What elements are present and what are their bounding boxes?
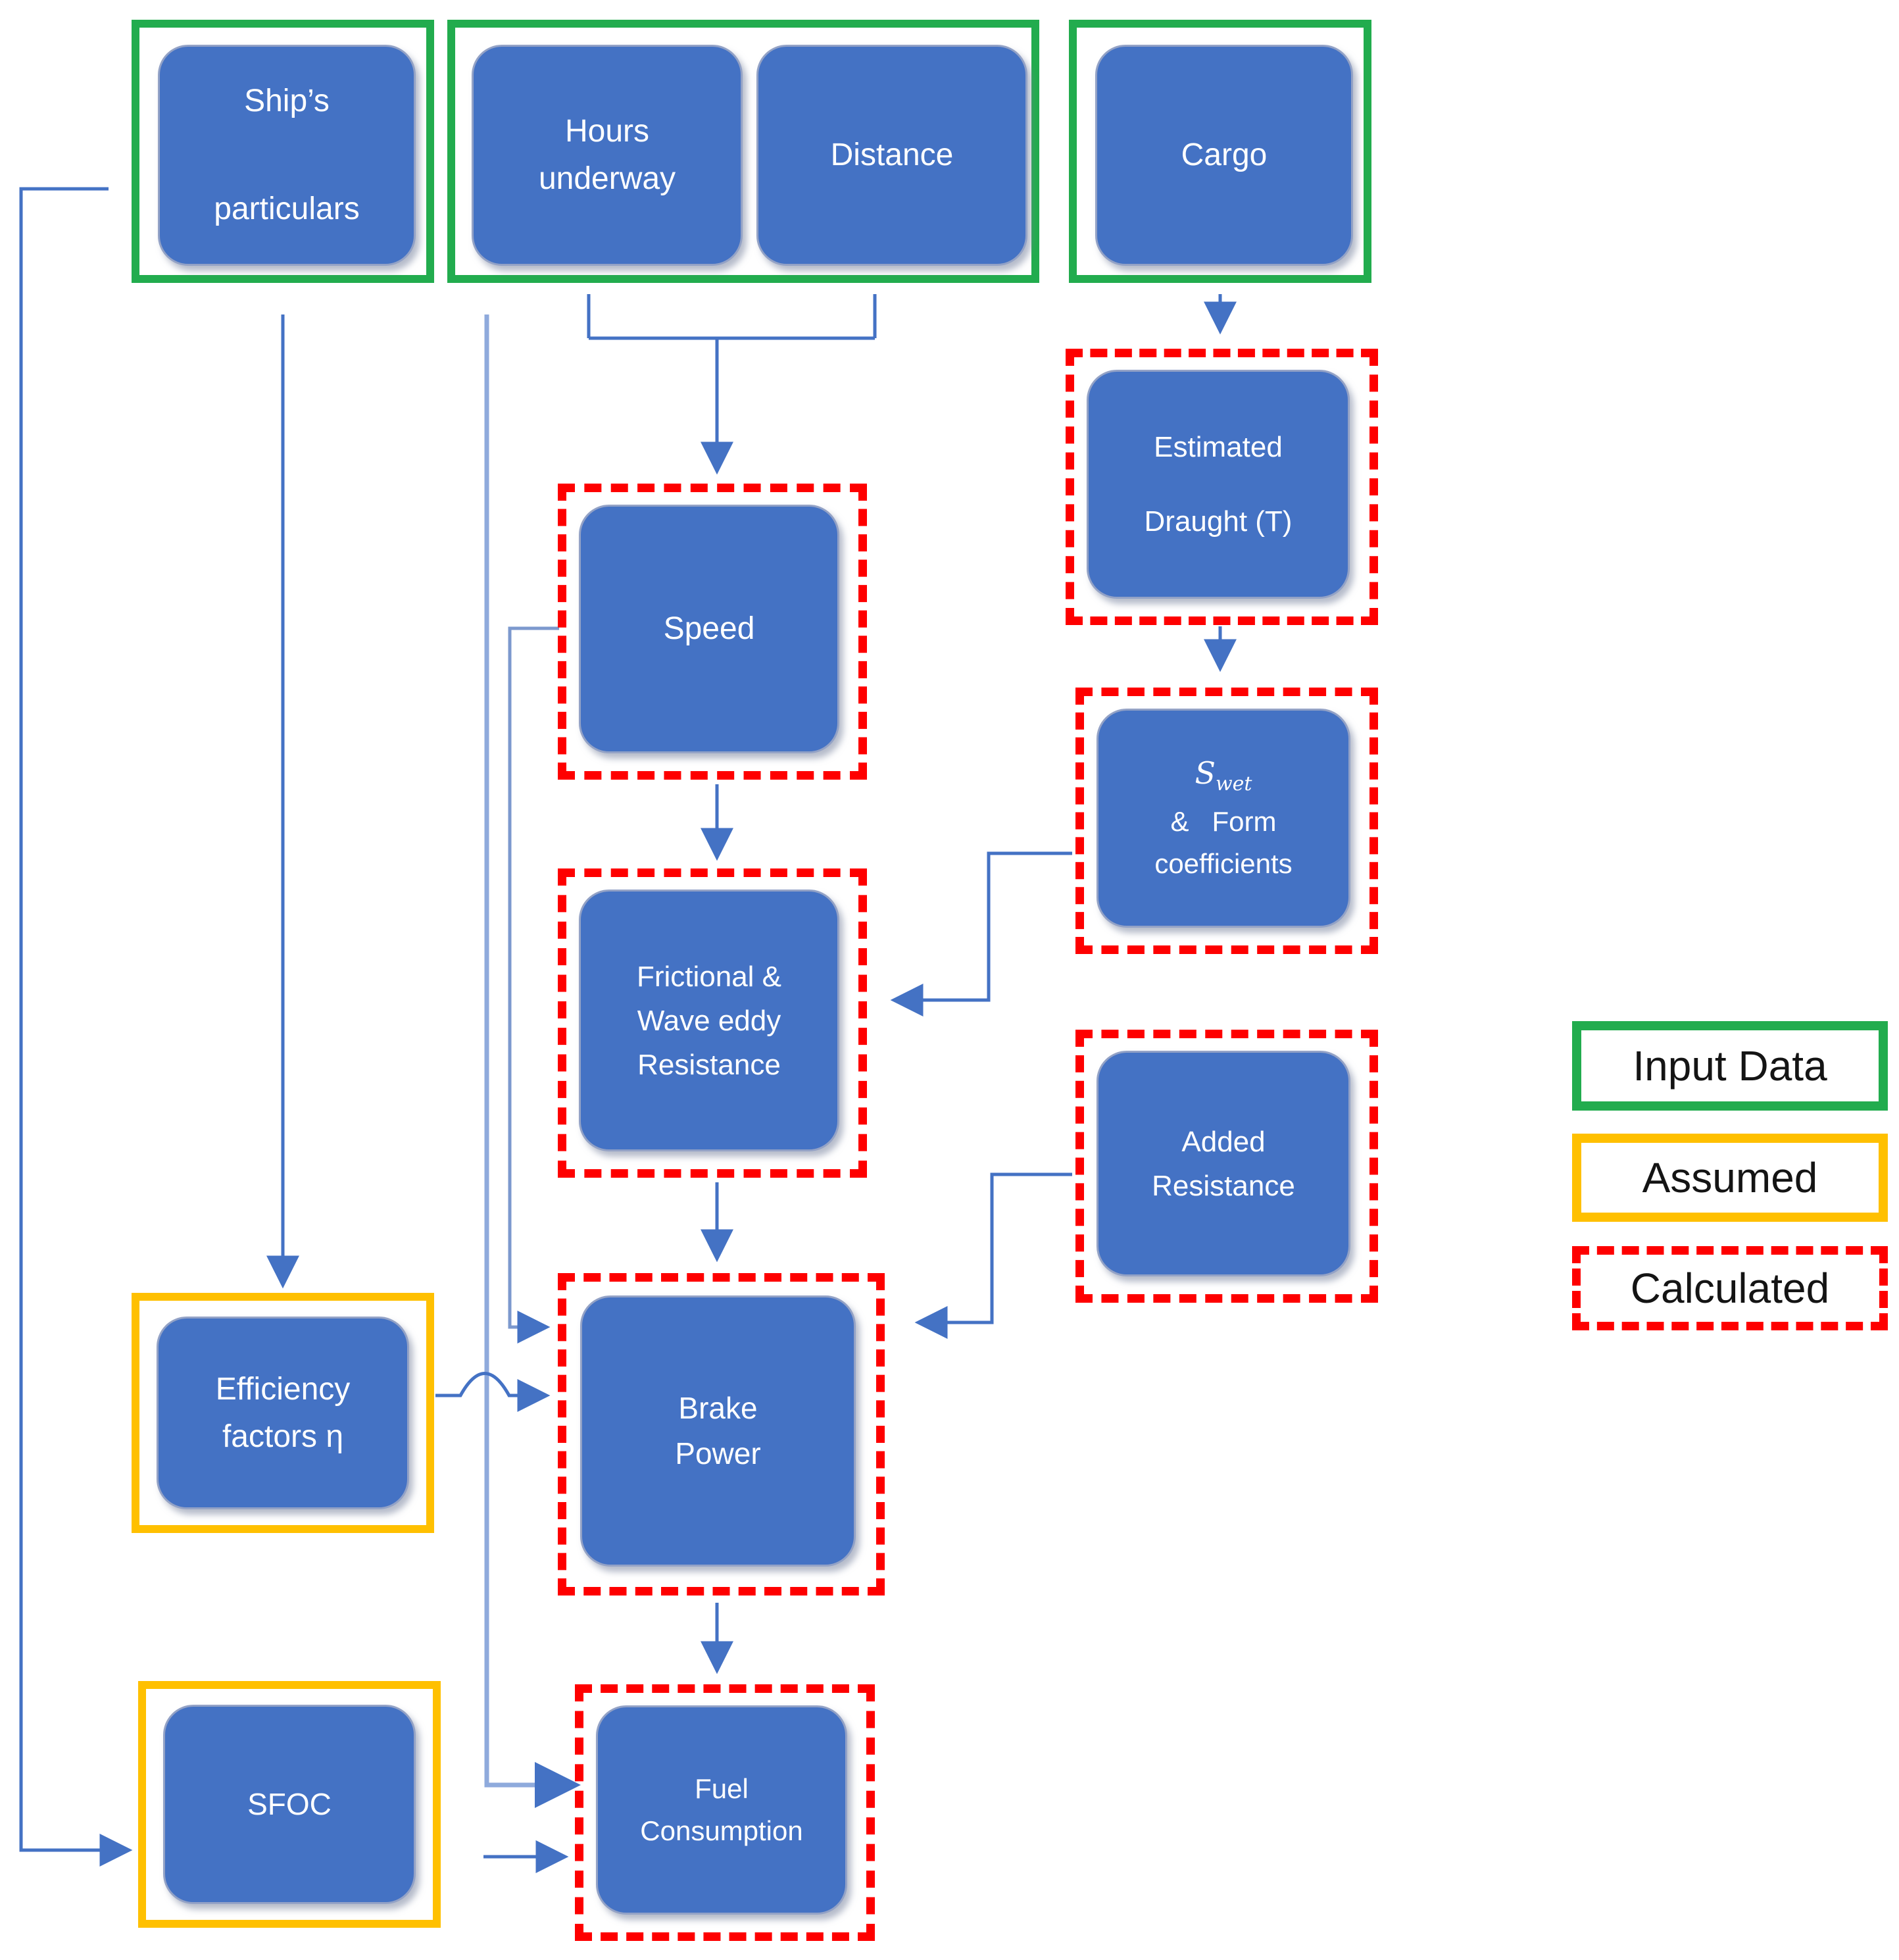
node-ships-particulars: Ship’s particulars bbox=[158, 45, 416, 266]
node-speed: Speed bbox=[579, 505, 839, 753]
node-distance: Distance bbox=[756, 45, 1027, 266]
swet-symbol: Swet bbox=[1195, 755, 1252, 796]
legend-calculated: Calculated bbox=[1572, 1246, 1888, 1330]
connector-swet-to-frictional bbox=[890, 851, 1072, 1017]
connector-added-to-brake bbox=[914, 1172, 1072, 1339]
input-group-hours-distance: Hours underway Distance bbox=[447, 20, 1039, 283]
node-cargo: Cargo bbox=[1095, 45, 1353, 266]
connector-bracket-hours-distance bbox=[587, 294, 877, 340]
calc-group-estimated-draught: Estimated Draught (T) bbox=[1066, 349, 1378, 625]
node-label: Hours bbox=[564, 114, 650, 149]
node-label: Efficiency bbox=[215, 1371, 351, 1407]
node-frictional: Frictional & Wave eddy Resistance bbox=[579, 890, 839, 1151]
node-hours-underway: Hours underway bbox=[472, 45, 743, 266]
input-group-cargo: Cargo bbox=[1069, 20, 1371, 283]
node-label: Consumption bbox=[640, 1815, 803, 1846]
assumed-group-sfoc: SFOC bbox=[138, 1681, 441, 1928]
node-fuel-consumption: Fuel Consumption bbox=[596, 1705, 847, 1915]
node-label: coefficients bbox=[1154, 848, 1293, 880]
node-label: particulars bbox=[214, 191, 360, 226]
legend-label: Assumed bbox=[1642, 1154, 1818, 1201]
node-label: Distance bbox=[830, 138, 954, 172]
node-label: Resistance bbox=[1152, 1169, 1295, 1202]
node-label: underway bbox=[538, 161, 676, 196]
legend-label: Calculated bbox=[1630, 1265, 1830, 1312]
node-estimated-draught: Estimated Draught (T) bbox=[1087, 370, 1350, 599]
node-label: factors η bbox=[222, 1419, 344, 1454]
node-label: Resistance bbox=[637, 1048, 781, 1081]
node-label: Frictional & bbox=[636, 960, 782, 993]
node-swet-form: Swet & Form coefficients bbox=[1097, 709, 1350, 928]
legend-input-data: Input Data bbox=[1572, 1021, 1888, 1111]
node-label: Wave eddy bbox=[637, 1004, 781, 1037]
node-label: Cargo bbox=[1181, 138, 1268, 172]
node-added-resistance: Added Resistance bbox=[1097, 1051, 1350, 1276]
assumed-group-efficiency: Efficiency factors η bbox=[132, 1293, 434, 1533]
node-label: Draught (T) bbox=[1144, 505, 1293, 538]
calc-group-added-resistance: Added Resistance bbox=[1075, 1030, 1378, 1303]
node-label: Brake bbox=[678, 1390, 758, 1425]
connector-hours-to-fuel bbox=[484, 314, 581, 1808]
connector-ships-to-sfoc bbox=[19, 187, 133, 1867]
connector-speed-to-brake bbox=[508, 626, 559, 1344]
calc-group-swet-form: Swet & Form coefficients bbox=[1075, 688, 1378, 954]
node-label: Estimated bbox=[1154, 431, 1283, 463]
connector-efficiency-to-brake bbox=[435, 1372, 551, 1412]
calc-group-frictional: Frictional & Wave eddy Resistance bbox=[558, 868, 867, 1178]
calc-group-fuel-consumption: Fuel Consumption bbox=[575, 1684, 875, 1941]
node-brake-power: Brake Power bbox=[580, 1295, 856, 1567]
node-label: Added bbox=[1181, 1125, 1266, 1158]
input-group-ships-particulars: Ship’s particulars bbox=[132, 20, 434, 283]
node-efficiency: Efficiency factors η bbox=[157, 1317, 409, 1509]
calc-group-brake-power: Brake Power bbox=[558, 1273, 885, 1596]
node-label: & Form bbox=[1170, 805, 1277, 837]
node-label: Ship’s bbox=[244, 84, 330, 118]
node-label: Power bbox=[675, 1436, 761, 1470]
node-label: SFOC bbox=[247, 1786, 332, 1821]
calc-group-speed: Speed bbox=[558, 484, 867, 780]
node-sfoc: SFOC bbox=[163, 1705, 416, 1904]
node-label: Speed bbox=[663, 611, 755, 646]
legend-label: Input Data bbox=[1633, 1042, 1827, 1090]
legend-assumed: Assumed bbox=[1572, 1134, 1888, 1222]
node-label: Fuel bbox=[695, 1772, 749, 1804]
